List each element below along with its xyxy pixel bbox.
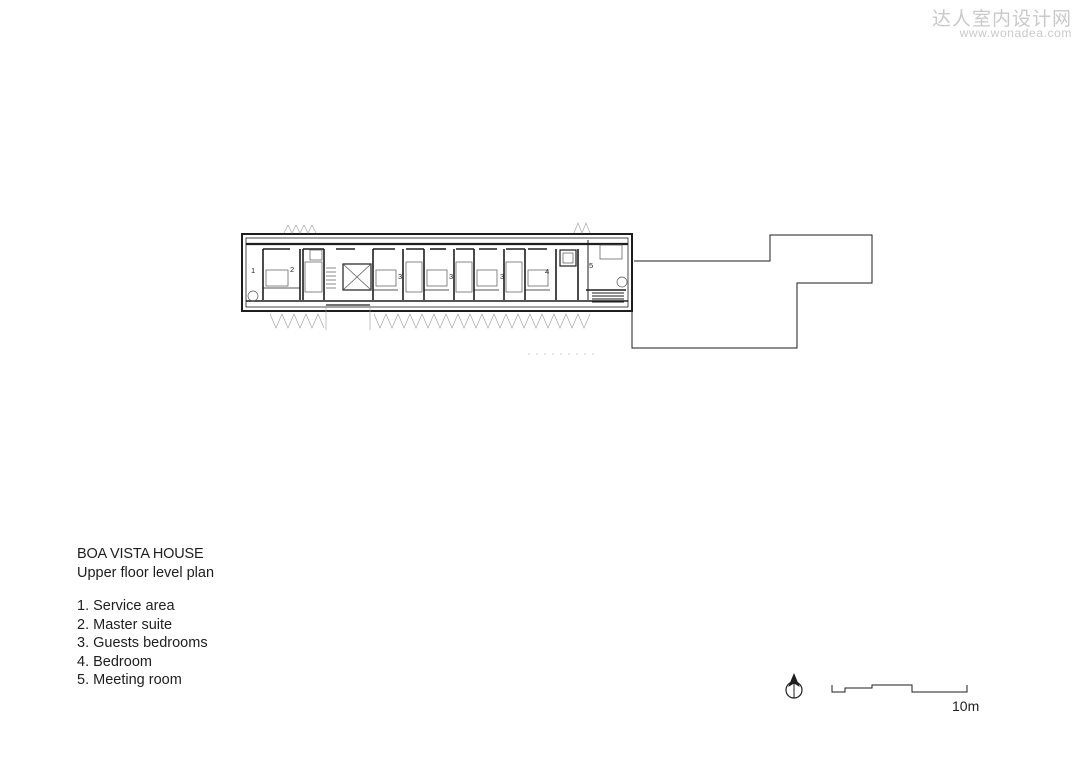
legend-item: 3. Guests bedrooms	[77, 635, 208, 652]
drawing-subtitle: Upper floor level plan	[77, 565, 215, 581]
room-tags: 1 2 3 3 3 4 5	[251, 261, 593, 281]
room-tag: 3	[398, 272, 402, 281]
exterior-walls	[246, 242, 628, 302]
room-tag: 5	[589, 261, 593, 270]
top-shutters	[283, 222, 591, 234]
legend-item: 2. Master suite	[77, 616, 173, 633]
interior-partitions	[262, 248, 579, 300]
room-tag: 3	[449, 272, 453, 281]
legend-item: 4. Bedroom	[77, 653, 152, 670]
legend-item: 1. Service area	[77, 598, 175, 614]
room-legend: 1. Service area 2. Master suite 3. Guest…	[77, 597, 208, 690]
drawing-title-block: BOA VISTA HOUSE Upper floor level plan	[77, 545, 214, 583]
room-tag: 1	[251, 266, 255, 275]
room-tag: 4	[545, 267, 549, 276]
scale-bar	[831, 684, 968, 693]
scale-label: 10m	[952, 698, 980, 714]
terrace-outline	[631, 234, 873, 349]
stair	[326, 263, 372, 291]
north-arrow-icon	[785, 672, 803, 699]
meeting-room-frame	[586, 240, 626, 303]
watermark-title: 达人室内设计网	[931, 8, 1072, 30]
furniture	[247, 244, 628, 302]
legend-item: 5. Meeting room	[77, 672, 182, 689]
drawing-title: BOA VISTA HOUSE	[77, 546, 204, 562]
watermark-url: www.wonadea.com	[959, 26, 1072, 40]
room-tag: 3	[500, 272, 504, 281]
room-tag: 2	[290, 265, 294, 274]
building-outline	[241, 233, 633, 312]
bottom-shutters	[269, 304, 600, 355]
